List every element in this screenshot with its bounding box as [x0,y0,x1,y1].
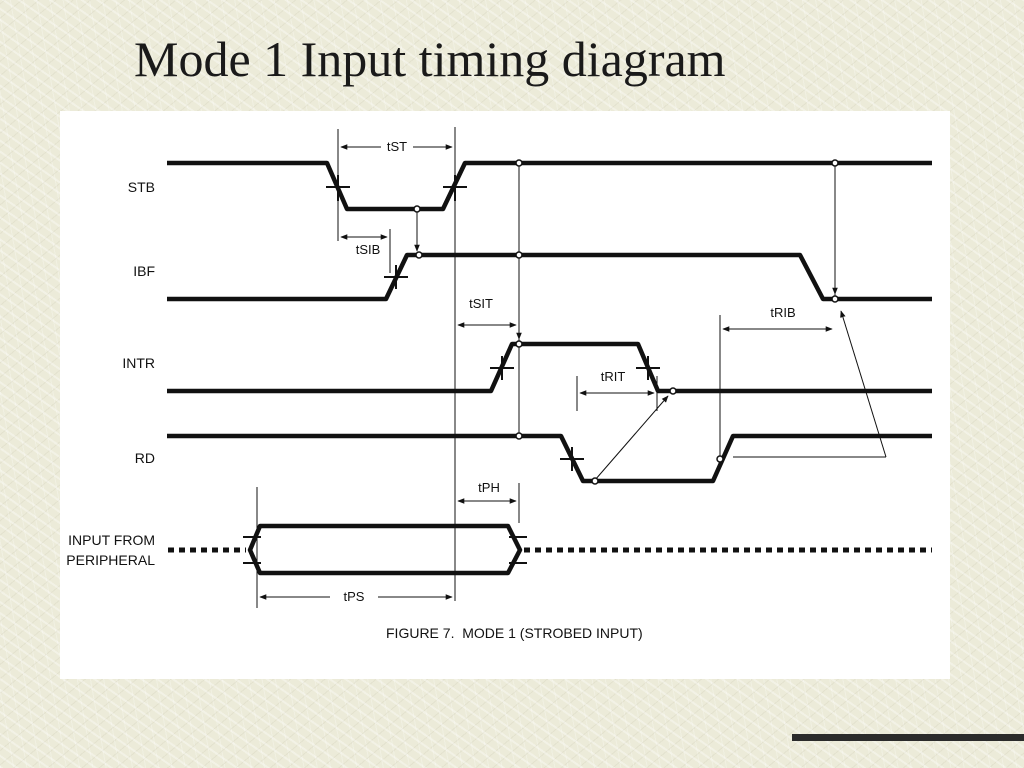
input-valid-window [247,523,523,576]
param-label-tst: tST [387,139,407,154]
timing-diagram-svg: STB IBF INTR RD INPUT FROM PERIPHERAL tS… [66,127,932,641]
dimension-arrows [259,144,833,600]
figure-caption: FIGURE 7. MODE 1 (STROBED INPUT) [386,625,643,641]
param-label-tps: tPS [344,589,365,604]
signal-label-input-line1: INPUT FROM [68,532,155,548]
signal-label-intr: INTR [122,355,155,371]
ibf-waveform [167,252,932,302]
signal-label-ibf: IBF [133,263,155,279]
param-label-tph: tPH [478,480,500,495]
decorative-bottom-rule [792,734,1024,741]
timing-diagram: STB IBF INTR RD INPUT FROM PERIPHERAL tS… [60,111,950,679]
threshold-ticks [243,175,660,564]
signal-label-rd: RD [135,450,155,466]
dependency-arrows [414,165,887,481]
slide-title: Mode 1 Input timing diagram [134,31,726,87]
rd-waveform [167,433,932,484]
signal-label-stb: STB [128,179,155,195]
param-label-tsib: tSIB [356,242,381,257]
param-label-tsit: tSIT [469,296,493,311]
signal-label-input-line2: PERIPHERAL [66,552,155,568]
event-nodes [413,159,839,485]
param-label-trit: tRIT [601,369,626,384]
reference-lines [256,127,886,608]
param-label-trib: tRIB [770,305,795,320]
stb-waveform [167,160,932,212]
intr-waveform [167,341,932,394]
